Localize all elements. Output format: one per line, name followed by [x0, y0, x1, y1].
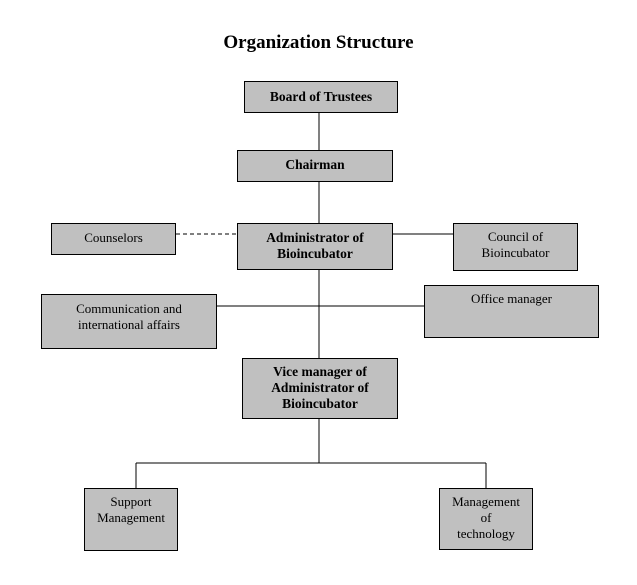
- node-council: Council of Bioincubator: [453, 223, 578, 271]
- node-office-manager: Office manager: [424, 285, 599, 338]
- node-vice-manager: Vice manager of Administrator of Bioincu…: [242, 358, 398, 419]
- diagram-title: Organization Structure: [223, 32, 414, 53]
- node-management-of-technology: Management of technology: [439, 488, 533, 550]
- node-communication: Communication and international affairs: [41, 294, 217, 349]
- node-chairman: Chairman: [237, 150, 393, 182]
- node-board-of-trustees: Board of Trustees: [244, 81, 398, 113]
- node-counselors: Counselors: [51, 223, 176, 255]
- node-administrator: Administrator of Bioincubator: [237, 223, 393, 270]
- node-support-management: Support Management: [84, 488, 178, 551]
